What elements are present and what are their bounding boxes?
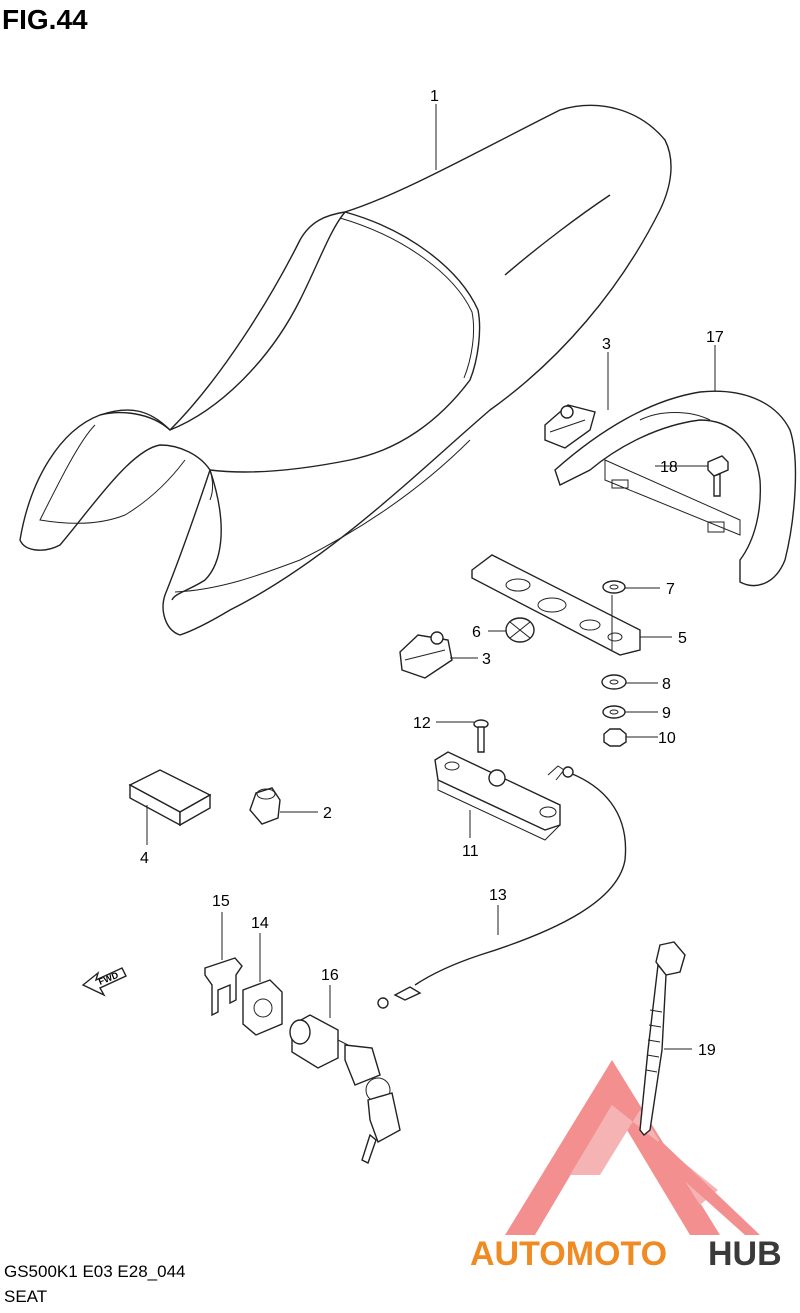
callout-7: 7 [666,581,675,598]
latch-plate-part-5 [471,554,641,656]
watermark-text-hub: HUB [708,1235,782,1273]
callout-18: 18 [660,459,678,476]
callout-19: 19 [698,1042,716,1059]
washer-part-8 [601,674,627,690]
callout-9: 9 [662,705,671,722]
section-name: SEAT [4,1287,48,1306]
screw-part-12 [473,719,489,753]
callout-12: 12 [413,715,431,732]
callout-16: 16 [321,967,339,984]
callout-11: 11 [462,843,479,860]
seat-part-1 [19,104,672,636]
clip-part-15 [204,957,243,1017]
band-part-19 [639,941,686,1136]
callout-numbers: 1 3 17 18 7 5 6 3 8 9 10 12 11 2 4 13 15… [140,88,724,1059]
callout-15: 15 [212,893,230,910]
callout-3-lower: 3 [482,651,491,668]
nut-cap-part-2 [249,787,281,825]
figure-title: FIG.44 [2,4,88,35]
watermark-logo [505,1060,760,1235]
callout-4: 4 [140,850,149,867]
model-code: GS500K1 E03 E28_044 [4,1262,186,1281]
leader-lines [146,104,716,1050]
rubber-part-6 [505,617,535,643]
callout-6: 6 [472,624,481,641]
key-lock-part-16 [289,1014,401,1164]
callout-2: 2 [323,805,332,822]
callout-8: 8 [662,676,671,693]
seat-lock-part-11 [434,751,565,841]
callout-14: 14 [251,915,269,932]
callout-1: 1 [430,88,439,105]
callout-5: 5 [678,630,687,647]
callout-10: 10 [658,730,676,747]
cushion-part-3-lower [399,631,453,679]
nut-part-10 [603,728,627,747]
watermark-text-auto: AUTOMOTO [470,1235,667,1273]
lock-plate-part-14 [242,979,283,1036]
cable-part-13 [377,766,627,1009]
bolt-part-18 [707,455,729,497]
callout-17: 17 [706,329,724,346]
callout-3-upper: 3 [602,336,611,353]
cushion-part-3-upper [544,404,596,449]
washer-part-9 [602,705,626,719]
callout-13: 13 [489,887,507,904]
grab-rail-part-17 [554,390,797,587]
fwd-arrow-icon: FWD [81,967,127,997]
washer-part-7 [602,580,626,594]
pad-part-4 [128,769,212,827]
